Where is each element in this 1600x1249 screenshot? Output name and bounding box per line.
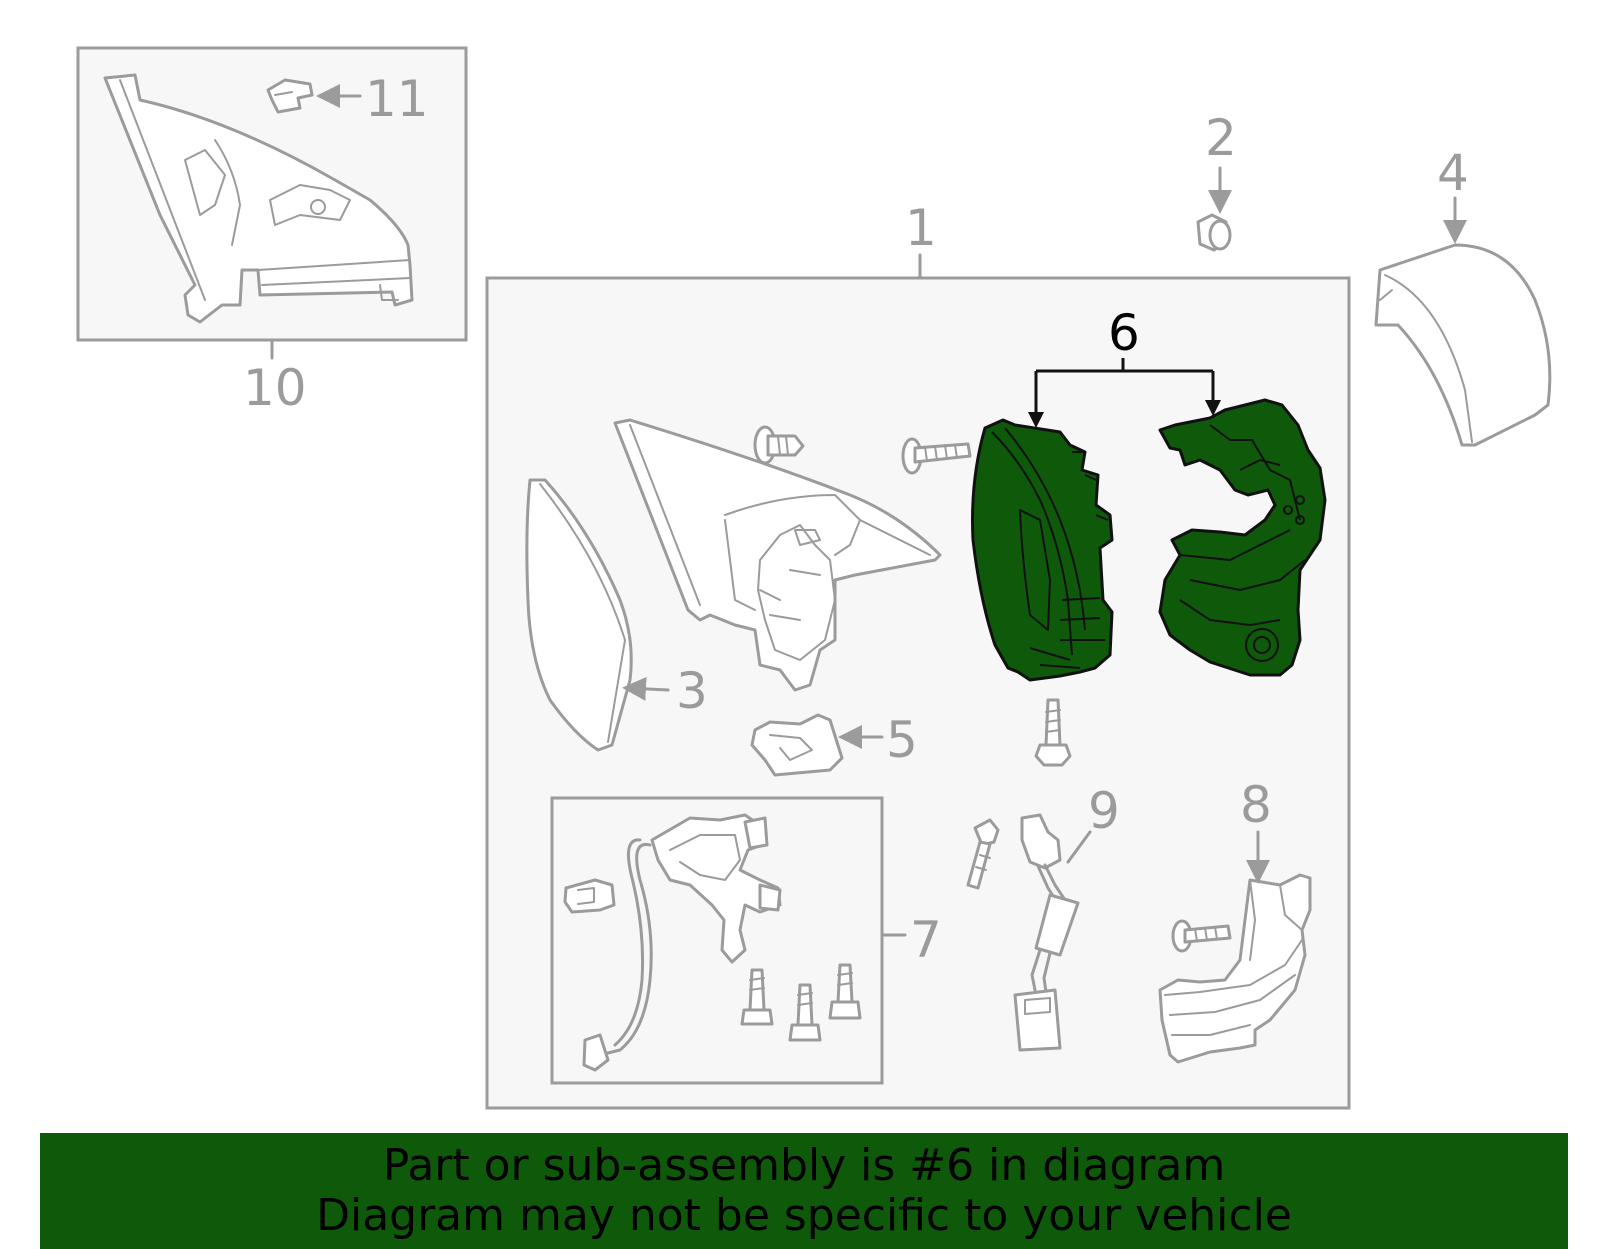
- screw-part-lower-right: [1171, 919, 1232, 953]
- leader-6: [1028, 358, 1221, 428]
- bolts-set-part-7: [740, 963, 862, 1042]
- callout-5: 5: [886, 711, 918, 769]
- nut-part-2: [1196, 213, 1232, 252]
- screw-part-lower-left: [966, 818, 1000, 890]
- info-banner: Part or sub-assembly is #6 in diagram Di…: [40, 1133, 1568, 1249]
- bolt-part-vertical: [1034, 698, 1072, 767]
- leader-3: [622, 676, 670, 701]
- wire-harness-part-9: [1013, 813, 1080, 1052]
- mirror-glass-part-3: [525, 478, 633, 752]
- mirror-housing-base-part: [103, 73, 414, 324]
- callout-2: 2: [1205, 109, 1237, 167]
- inset-box-7: [550, 796, 907, 1085]
- screw-part-upper: [901, 437, 972, 475]
- clip-part-11: [266, 78, 314, 114]
- cover-part-4: [1374, 243, 1552, 447]
- bracket-part-5: [750, 713, 844, 777]
- banner-line-2: Diagram may not be specific to your vehi…: [316, 1190, 1292, 1241]
- callout-10: 10: [243, 359, 307, 417]
- callout-8: 8: [1240, 776, 1272, 834]
- housing-part-6-left: [971, 418, 1114, 682]
- leader-9: [1066, 830, 1092, 864]
- mirror-base-assembly: [613, 418, 942, 692]
- housing-part-6-right: [1158, 398, 1327, 677]
- turn-signal-part-8: [1158, 873, 1312, 1064]
- wiring-harness-part-7: [563, 813, 782, 1072]
- callout-7: 7: [910, 911, 942, 969]
- callout-11: 11: [365, 70, 429, 128]
- callout-4: 4: [1437, 144, 1469, 202]
- callout-6: 6: [1108, 304, 1140, 362]
- callout-3: 3: [676, 662, 708, 720]
- callout-1: 1: [905, 199, 937, 257]
- banner-line-1: Part or sub-assembly is #6 in diagram: [382, 1140, 1226, 1191]
- callout-9: 9: [1088, 782, 1120, 840]
